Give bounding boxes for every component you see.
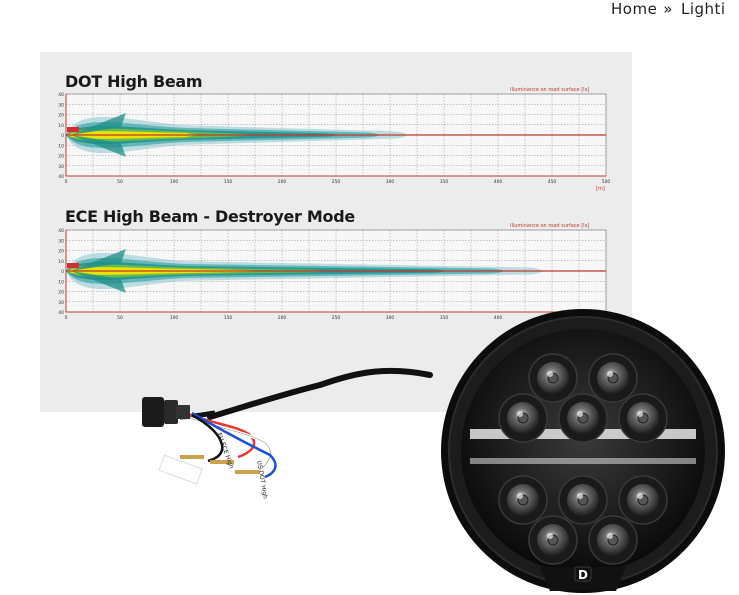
wiring-harness: [142, 367, 433, 485]
x-tick-label: 350: [440, 179, 449, 185]
x-tick-label: 50: [117, 179, 123, 185]
y-tick-label: 30: [58, 164, 64, 170]
led-module: [618, 475, 668, 525]
y-tick-label: 40: [58, 228, 64, 234]
y-tick-label: 40: [58, 174, 64, 180]
led-module: [528, 353, 578, 403]
x-tick-label: 200: [278, 315, 287, 321]
y-tick-label: 30: [58, 102, 64, 108]
x-tick-label: 300: [386, 179, 395, 185]
x-tick-label: 0: [65, 315, 68, 321]
y-tick-label: 10: [58, 259, 64, 265]
chart-title-dot: DOT High Beam: [65, 72, 203, 91]
led-module: [498, 393, 548, 443]
origin-marker: [67, 127, 79, 132]
led-module: [558, 393, 608, 443]
chart-title-ece: ECE High Beam - Destroyer Mode: [65, 207, 355, 226]
x-tick-label: 50: [117, 315, 123, 321]
logo-text: D: [578, 568, 588, 582]
x-tick-label: 400: [494, 179, 503, 185]
x-tick-label: 400: [494, 315, 503, 321]
led-module: [498, 475, 548, 525]
led-module: [528, 515, 578, 565]
breadcrumb-separator: »: [663, 0, 673, 18]
x-tick-label: 250: [332, 315, 341, 321]
x-tick-label: 250: [332, 179, 341, 185]
chart-legend-note-ece: Illuminance on road surface [lx]: [510, 223, 590, 229]
y-tick-label: 40: [58, 310, 64, 316]
breadcrumb-home[interactable]: Home: [611, 0, 658, 18]
breadcrumb-current: Lighti: [680, 0, 726, 18]
x-tick-label: 300: [386, 315, 395, 321]
x-tick-label: 200: [278, 179, 287, 185]
x-tick-label: 100: [170, 315, 179, 321]
x-tick-label: 500: [602, 179, 611, 185]
x-tick-label: 0: [65, 179, 68, 185]
x-tick-label: 350: [440, 315, 449, 321]
led-module: [618, 393, 668, 443]
y-tick-label: 30: [58, 238, 64, 244]
beam-spread-lower: [71, 135, 126, 157]
led-module: [588, 353, 638, 403]
x-tick-label: 100: [170, 179, 179, 185]
chart-legend-note-dot: Illuminance on road surface [lx]: [510, 87, 590, 93]
chart-x-unit-dot: [m]: [596, 186, 605, 192]
beam-spread-lower: [71, 271, 126, 293]
y-tick-label: 20: [58, 113, 64, 119]
beam-spread-upper: [71, 249, 126, 271]
x-tick-label: 150: [224, 315, 233, 321]
x-tick-label: 150: [224, 179, 233, 185]
y-tick-label: 0: [61, 269, 64, 275]
breadcrumb: Home » Lighti: [611, 0, 726, 18]
y-tick-label: 40: [58, 92, 64, 98]
led-headlight: D: [441, 309, 725, 593]
x-tick-label: 450: [548, 179, 557, 185]
origin-marker: [67, 263, 79, 268]
beam-spread-upper: [71, 113, 126, 135]
y-tick-label: 20: [58, 154, 64, 160]
y-tick-label: 30: [58, 300, 64, 306]
led-module: [588, 515, 638, 565]
y-tick-label: 20: [58, 290, 64, 296]
y-tick-label: 10: [58, 279, 64, 285]
y-tick-label: 10: [58, 123, 64, 129]
y-tick-label: 20: [58, 249, 64, 255]
y-tick-label: 10: [58, 143, 64, 149]
led-module: [558, 475, 608, 525]
y-tick-label: 0: [61, 133, 64, 139]
